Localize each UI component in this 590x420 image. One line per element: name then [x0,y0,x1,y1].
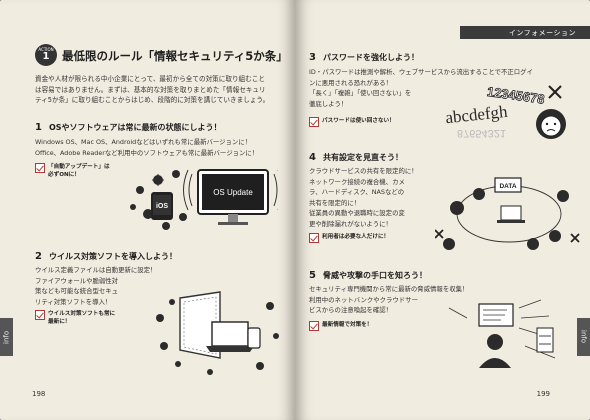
section-5-heading: 5 脅威や攻撃の手口を知ろう！ [309,270,427,281]
data-folder-icon: DATA [494,177,522,193]
password-illustration: 12345678 abcdefgh 87654321 [444,83,566,139]
body-line: 策なども可能な統合型セキュ [35,287,119,295]
antivirus-illustration [156,291,279,375]
section-2-heading: 2 ウイルス対策ソフトを導入しよう！ [35,251,177,262]
note-line: 最新に！ [48,319,71,325]
os-update-label: OS Update [213,188,253,197]
section-5-body: セキュリティ専門機関から常に最新の脅威情報を収集！ 利用中のネットバンクやクラウ… [309,284,549,316]
right-page: インフォメーション 3 パスワードを強化しよう！ ID・パスワードは推測や解析、ウ… [295,0,590,420]
body-line: 更や削除漏れがないように！ [309,219,392,228]
action-badge-label: ACTION [38,47,54,52]
section-number: 5 [309,270,316,281]
body-line: ラ、ハードディスク、NASなどの [309,188,405,196]
section-number: 2 [35,251,42,262]
laptop-icon [206,321,254,352]
section-2-note: ウイルス対策ソフトも常に 最新に！ [35,310,115,326]
note-line: ウイルス対策ソフトも常に [48,311,116,317]
body-line: 「長く」「複雑」「使い回さない」を [309,89,412,97]
intro-line: ティ5か条」に取り組むことからはじめ、段階的に対策を講じていきましょう。 [35,96,270,104]
section-4-heading: 4 共有設定を見直そう！ [309,152,403,163]
body-line: ンに悪用される恐れがある！ [309,78,393,87]
body-line: 共有を限定的に！ [309,198,361,207]
virus-icon [156,299,279,375]
body-line: ファイアウォールや脆弱性対 [35,276,119,285]
threat-illustration [448,299,556,368]
section-3-heading: 3 パスワードを強化しよう！ [309,52,419,63]
section-heading-text: ウイルス対策ソフトを導入しよう！ [48,252,177,261]
checkmark-icon [35,310,45,320]
action-badge-number: 1 [42,51,50,62]
side-index-tab: info [0,318,13,356]
section-heading-text: パスワードを強化しよう！ [322,53,419,62]
section-3-body: ID・パスワードは推測や解析、ウェブサービスから流出することで不正ログイ ンに悪… [309,67,574,109]
section-3-note: パスワードは使い回さない！ [309,117,395,127]
body-line: クラウドサービスの共有を限定的に！ [309,167,418,175]
person-icon [443,188,569,250]
note-line: 最新情報で対策を！ [322,322,373,328]
section-1-heading: 1 OSやソフトウェアは常に最新の状態にしよう！ [35,122,222,133]
data-label: DATA [499,183,516,190]
intro-line: 資金や人材が限られる中小企業にとって、最初から全ての対策に取り組むこと [35,75,265,83]
person-icon [479,334,511,368]
action-badge: ACTION 1 [35,44,57,66]
section-number: 4 [309,152,316,163]
section-1-body: Windows OS、Mac OS、Androidなどはいずれも常に最新バージョ… [35,137,285,158]
body-line: リティ対策ソフトを導入！ [35,297,112,306]
section-heading-text: 共有設定を見直そう！ [322,153,403,162]
body-line: ID・パスワードは推測や解析、ウェブサービスから流出することで不正ログイ [309,68,533,76]
page-title: 最低限のルール「情報セキュリティ5か条」 [62,49,288,63]
body-line: Office、Adobe Readerなど利用中のソフトウェアも常に最新バージョ… [35,148,259,157]
section-number: 1 [35,122,42,133]
body-line: 徹底しよう！ [309,99,348,108]
body-line: ウイルス定義ファイルは自動更新に設定！ [35,266,157,274]
worried-person-icon [536,109,566,139]
page-number: 198 [32,390,46,398]
password-reflection: 87654321 [457,127,506,139]
side-index-tab: info [577,318,590,356]
body-line: 利用中のネットバンクやクラウドサー [309,295,418,304]
body-line: ネットワーク接続の複合機、カメ [309,177,405,186]
body-line: セキュリティ専門機関から常に最新の脅威情報を収集！ [309,285,469,293]
shield-icon [179,291,221,359]
phone-icon: iOS [151,192,173,220]
laptop-icon [497,205,525,223]
password-letters: abcdefgh [444,102,508,127]
section-2-body: ウイルス定義ファイルは自動更新に設定！ ファイアウォールや脆弱性対 策なども可能… [35,265,185,307]
section-5-note: 最新情報で対策を！ [309,321,372,331]
body-line: Windows OS、Mac OS、Androidなどはいずれも常に最新バージョ… [35,138,252,146]
phone-icon [247,327,261,349]
section-4-body: クラウドサービスの共有を限定的に！ ネットワーク接続の複合機、カメ ラ、ハードデ… [309,166,449,229]
monitor-icon: OS Update [183,169,278,225]
section-4-note: 利用者は必要な人だけに！ [309,233,389,243]
body-line: ビスからの注意喚起を確認！ [309,306,393,314]
checkmark-icon [309,233,319,243]
header-tag: インフォメーション [508,29,576,37]
note-line: 「自動アップデート」は [48,164,110,170]
sharing-illustration: DATA [435,177,580,250]
checkmark-icon [35,163,45,173]
monitor-icon [478,303,514,327]
intro-line: は容易ではありません。まずは、基本的な対策を取りまとめた「情報セキュリ [35,85,266,94]
page-number: 199 [536,390,550,398]
note-line: 必ずONに！ [48,172,80,178]
header-bar [460,26,590,39]
os-update-illustration: iOS OS Update [130,169,278,230]
section-1-note: 「自動アップデート」は 必ずONに！ [35,163,110,179]
ios-label: iOS [156,203,168,210]
left-page: ACTION 1 最低限のルール「情報セキュリティ5か条」 資金や人材が限られる… [0,0,295,420]
body-line: 従業員の異動や退職時に設定の変 [309,209,405,217]
section-heading-text: OSやソフトウェアは常に最新の状態にしよう！ [48,123,222,132]
section-number: 3 [309,52,316,63]
cross-icon [548,85,562,99]
server-icon [536,327,554,353]
note-line: パスワードは使い回さない！ [322,118,395,124]
cross-icon [435,229,580,243]
checkmark-icon [309,117,319,127]
checkmark-icon [309,321,319,331]
note-line: 利用者は必要な人だけに！ [322,234,390,240]
section-heading-text: 脅威や攻撃の手口を知ろう！ [322,271,427,280]
intro-paragraph: 資金や人材が限られる中小企業にとって、最初から全ての対策に取り組むこと は容易で… [35,74,275,106]
